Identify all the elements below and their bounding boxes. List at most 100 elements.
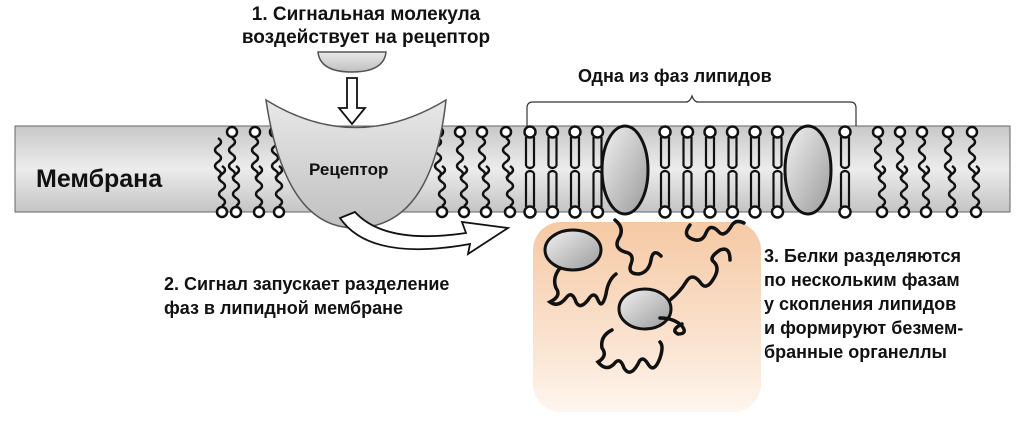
lipid-head <box>658 205 672 219</box>
lipid-head <box>545 205 560 219</box>
signal-molecule <box>317 51 387 73</box>
ordered-lipid-tail <box>749 137 761 207</box>
disordered-lipid-tail <box>213 136 223 180</box>
step1-line2: воздействует на рецептор <box>241 26 491 48</box>
lipid-head <box>479 205 493 219</box>
lipid-head <box>252 205 266 219</box>
lipid-head <box>658 125 672 139</box>
step3-line4: и формируют безмем- <box>764 318 964 338</box>
disordered-lipid-tail <box>437 164 447 208</box>
ordered-lipid-tail <box>772 137 783 207</box>
lipid-head <box>680 125 695 139</box>
receptor-label: Рецептор <box>309 160 389 179</box>
lipid-head <box>503 205 517 219</box>
lipid-head <box>568 125 582 139</box>
disordered-lipid-tail <box>250 136 260 180</box>
lipid-head <box>453 125 467 139</box>
step1-caption: 1. Сигнальная молекула воздействует на р… <box>228 4 504 50</box>
disordered-lipid-tail <box>231 164 241 208</box>
ordered-lipid-tail <box>659 137 671 207</box>
disordered-lipid-tail <box>501 136 511 180</box>
lipid-head <box>272 205 286 219</box>
phase-label: Одна из фаз липидов <box>578 66 772 86</box>
disordered-lipid-tail <box>274 164 284 208</box>
ordered-lipid-tail <box>569 137 581 207</box>
step3-caption: 3. Белки разделяются по нескольким фазам… <box>764 244 963 364</box>
membrane-protein-2 <box>783 124 833 216</box>
ordered-lipid-tail <box>547 137 558 207</box>
membrane-protein-1 <box>600 124 650 216</box>
ordered-lipid-tail <box>592 137 603 207</box>
lipid-head <box>915 125 929 139</box>
disordered-lipid-tail <box>227 136 237 180</box>
disordered-lipid-tail <box>895 136 905 180</box>
step2-line2: фаз в липидной мембране <box>164 298 403 318</box>
lipid-head <box>875 205 889 219</box>
disordered-lipid-tail <box>481 164 491 208</box>
disordered-tail <box>684 219 746 242</box>
disordered-lipid-tail <box>254 164 264 208</box>
lipid-head <box>703 205 717 219</box>
membrane-label: Мембрана <box>36 165 163 193</box>
step2-line1: 2. Сигнал запускает разделение <box>164 274 450 294</box>
disordered-lipid-tail <box>947 164 957 208</box>
ordered-lipid-tail <box>727 137 738 207</box>
disordered-lipid-tail <box>971 164 981 208</box>
lipid-head <box>838 205 852 219</box>
step3-line3: у скопления липидов <box>764 294 957 314</box>
disordered-lipid-tail <box>943 136 953 180</box>
step2-caption: 2. Сигнал запускает разделение фаз в лип… <box>164 272 449 320</box>
disordered-lipid-tail <box>505 164 515 208</box>
disordered-tail <box>613 218 663 276</box>
step3-line2: по нескольким фазам <box>764 270 960 290</box>
disordered-lipid-tail <box>477 136 487 180</box>
disordered-lipid-tail <box>921 164 931 208</box>
disordered-lipid-tail <box>899 164 909 208</box>
lipid-layer <box>213 125 983 219</box>
lipid-head <box>871 125 885 139</box>
lipid-head <box>770 205 785 219</box>
disordered-tail <box>668 247 732 302</box>
lipid-head <box>838 125 852 139</box>
lipid-head <box>965 125 979 139</box>
lipid-head <box>499 125 513 139</box>
lipid-head <box>523 205 537 219</box>
lipid-head <box>770 125 785 139</box>
lipid-head <box>457 205 471 219</box>
ordered-lipid-tail <box>682 137 693 207</box>
cytosolic-protein-1 <box>543 228 603 272</box>
lipid-head <box>919 205 933 219</box>
lipid-head <box>748 125 762 139</box>
lipid-head <box>475 125 489 139</box>
lipid-head <box>969 205 983 219</box>
lipid-head <box>590 125 605 139</box>
step1-line1: 1. Сигнальная молекула <box>251 4 481 25</box>
disordered-tail <box>595 328 664 374</box>
disordered-lipid-tail <box>459 164 469 208</box>
receptor <box>265 98 447 229</box>
lipid-head <box>545 125 560 139</box>
cytosolic-protein-2 <box>617 287 673 331</box>
lipid-head <box>225 125 239 139</box>
ordered-lipid-tail <box>704 137 716 207</box>
lipid-head <box>703 125 717 139</box>
disordered-lipid-tail <box>455 136 465 180</box>
disordered-lipid-tail <box>967 136 977 180</box>
disordered-lipid-tail <box>917 136 927 180</box>
lipid-head <box>229 205 243 219</box>
disordered-lipid-tail <box>873 136 883 180</box>
curved-arrow-icon <box>338 210 511 256</box>
disordered-tail <box>658 316 686 336</box>
lipid-head <box>897 205 911 219</box>
lipid-head <box>945 205 959 219</box>
phase-bracket <box>526 94 857 126</box>
lipid-head <box>893 125 907 139</box>
lipid-head <box>748 205 762 219</box>
ordered-lipid-tail <box>524 137 536 207</box>
ordered-lipid-tail <box>839 137 851 207</box>
lipid-head <box>725 125 740 139</box>
disordered-lipid-tail <box>433 136 443 180</box>
cytosolic-proteins <box>543 218 746 374</box>
